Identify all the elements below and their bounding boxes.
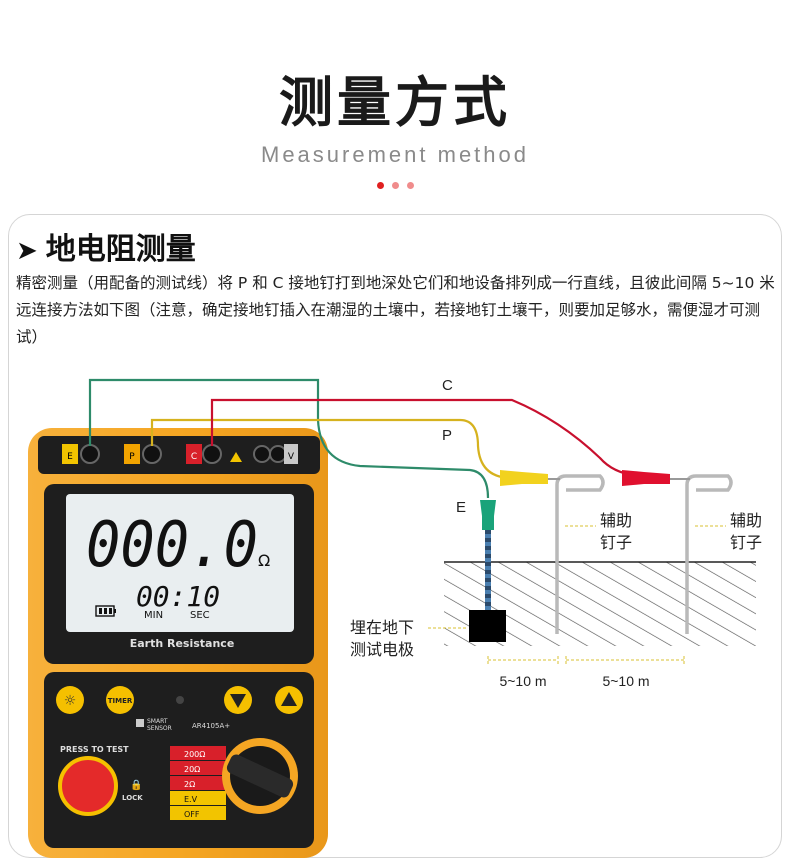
section-heading: ➤地电阻测量 [16, 224, 196, 268]
timer-button[interactable] [106, 686, 134, 714]
wire-c [210, 398, 641, 478]
timer-button-label: TIMER [108, 697, 133, 705]
wire-label-c: C [442, 377, 453, 394]
battery-icon [95, 605, 116, 617]
arrow-icon: ➤ [16, 236, 38, 266]
terminal-c[interactable] [202, 444, 222, 464]
earth-resistance-meter: E P C V 000.0 Ω 00:10 MIN SEC Earth Resi… [28, 428, 328, 858]
dot-1 [376, 182, 384, 189]
min-label: MIN [144, 610, 163, 621]
warning-icon-1 [230, 452, 242, 462]
page-title: 测量方式 [279, 71, 511, 134]
wire-p [150, 418, 513, 480]
unit-ohm: Ω [258, 551, 270, 570]
range-20-ohm: 20Ω [184, 765, 200, 774]
range-2-ohm: 2Ω [184, 780, 195, 789]
clip-p [500, 470, 560, 486]
dot-2 [391, 182, 399, 189]
sun-icon: ☼ [64, 693, 77, 709]
clip-e [480, 500, 496, 530]
brand-logo-icon [136, 719, 144, 727]
terminal-e[interactable] [80, 444, 100, 464]
wire-e [88, 378, 490, 499]
terminal-v2[interactable] [269, 445, 287, 463]
timer-reading: 00:10 [136, 580, 220, 613]
backlight-button[interactable] [56, 686, 84, 714]
stake-label-1-line2: 钉子 [600, 533, 632, 552]
section-title: 地电阻测量 [45, 232, 196, 267]
range-200-ohm: 200Ω [184, 750, 205, 759]
dot-3 [406, 182, 414, 189]
distance-markers [487, 656, 685, 664]
sec-label: SEC [190, 610, 210, 621]
brand-line1: SMART [147, 718, 168, 725]
wire-label-p: P [442, 427, 452, 444]
indicator-light [176, 696, 184, 704]
model-number: AR4105A+ [192, 722, 230, 730]
terminal-v1[interactable] [253, 445, 271, 463]
buried-label-line1: 埋在地下 [350, 618, 414, 637]
auxiliary-stake-c [685, 474, 733, 634]
brand-line2: SENSOR [147, 725, 172, 732]
stake-label-2-line1: 辅助 [730, 511, 762, 530]
terminal-p[interactable] [142, 444, 162, 464]
terminal-v-label: V [288, 452, 295, 462]
distance-label-1: 5~10 m [499, 673, 546, 689]
range-ev: E.V [184, 795, 198, 804]
section-description: 精密测量（用配备的测试线）将 P 和 C 接地钉打到地深处它们和地设备排列成一行… [16, 274, 775, 346]
buried-electrode [428, 530, 506, 642]
terminal-p-label: P [129, 452, 135, 462]
press-to-test-label: PRESS TO TEST [60, 745, 129, 754]
down-arrow-icon [230, 694, 246, 708]
terminal-e-label: E [67, 452, 73, 462]
wire-label-e: E [456, 499, 466, 516]
stake-label-1-line1: 辅助 [600, 511, 632, 530]
up-arrow-icon [281, 692, 297, 706]
test-button[interactable] [58, 756, 118, 816]
page-subtitle: Measurement method [261, 142, 529, 167]
main-reading: 000.0 [86, 508, 258, 581]
lock-icon: 🔒 [130, 779, 142, 791]
distance-label-2: 5~10 m [602, 673, 649, 689]
decorative-dots [0, 182, 790, 189]
auxiliary-stake-p [555, 474, 605, 634]
stake-label-2-line2: 钉子 [730, 533, 762, 552]
display-label: Earth Resistance [130, 637, 235, 650]
range-off: OFF [184, 810, 200, 819]
clip-c [622, 470, 690, 486]
test-leads [88, 378, 641, 499]
terminal-c-label: C [191, 452, 197, 462]
lock-label: LOCK [122, 794, 143, 802]
buried-label-line2: 测试电极 [350, 640, 414, 659]
